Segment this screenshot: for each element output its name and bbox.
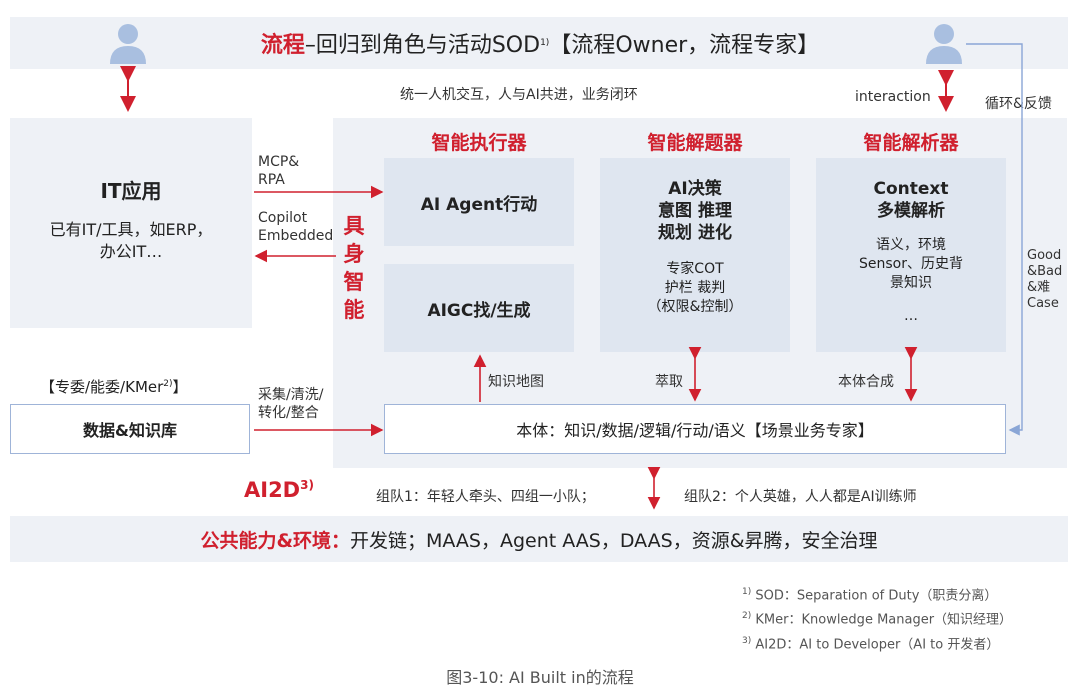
collect-line2: 转化/整合 [258,405,319,421]
good-bad-line: &难 [1027,280,1051,295]
solver-line: 专家COT [666,261,724,277]
mcp-line1: MCP& [258,154,300,170]
footnote-text: AI2D：AI to Developer（AI to 开发者） [755,636,1000,652]
public-bold: 公共能力&环境： [200,529,351,552]
team1-text: 组队1：年轻人牵头、四组一小队； [376,489,595,505]
loop-label: 循环&反馈 [985,96,1052,112]
unify-text: 统一人机交互，人与AI共进，业务闭环 [400,87,638,103]
it-app-line2: 办公IT… [99,242,163,261]
it-app-box [10,118,252,328]
embodied-char: 具 [343,214,365,238]
solver-bold-line: AI决策 [668,179,722,199]
footnote-item: 1) SOD：Separation of Duty（职责分离） [742,582,1012,606]
copilot-line2: Embedded [258,228,334,244]
solver-header: 智能解题器 [647,132,743,154]
footnote-text: KMer：Knowledge Manager（知识经理） [755,612,1013,628]
it-app-line1: 已有IT/工具，如ERP， [49,220,213,239]
committee-text: 【专委/能委/KMer [40,378,164,396]
analyzer-line: … [904,308,918,324]
team2-text: 组队2：个人英雄，人人都是AI训练师 [684,489,917,505]
collect-line1: 采集/清洗/ [258,387,324,403]
footnote-item: 3) AI2D：AI to Developer（AI to 开发者） [742,631,1012,655]
good-bad-line: &Bad [1027,264,1063,279]
agent-action-box: AI Agent行动 [384,158,574,246]
public-rest: 开发链；MAAS，Agent AAS，DAAS，资源&昇腾，安全治理 [350,529,878,552]
top-banner [10,17,1068,69]
banner-sup: 1) [540,38,550,48]
embodied-label: 具 身 智 能 [340,212,368,324]
knowledge-map-label: 知识地图 [488,374,544,390]
solver-line: （权限&控制） [647,299,743,315]
footnote-text: SOD：Separation of Duty（职责分离） [755,588,998,604]
good-bad-line: Good [1027,248,1062,263]
analyzer-box: Context 多模解析 语义，环境 Sensor、历史背 景知识 … [816,158,1006,352]
data-kb-box: 数据&知识库 [10,404,250,454]
person-left-icon [108,22,148,64]
committee-label: 【专委/能委/KMer2)】 [40,376,188,397]
analyzer-line: 景知识 [890,275,932,291]
data-kb-label: 数据&知识库 [83,421,177,440]
analyzer-line: 语义，环境 [876,237,946,253]
solver-bold-line: 规划 进化 [658,223,732,243]
banner-title-tail: 【流程Owner，流程专家】 [549,33,820,58]
ontology-box: 本体：知识/数据/逻辑/行动/语义【场景业务专家】 [384,404,1006,454]
banner-title-red: 流程 [260,33,305,58]
analyzer-bold-line: Context [873,179,949,199]
ai2d-label: AI2D3) [244,478,314,502]
solver-bold-line: 意图 推理 [658,201,732,221]
embodied-char: 身 [343,242,365,266]
banner-title-rest: –回归到角色与活动SOD [304,33,541,58]
embodied-char: 能 [343,298,365,322]
aigc-label: AIGC找/生成 [427,300,531,321]
executor-header: 智能执行器 [431,132,527,154]
committee-sup: 2) [163,379,173,389]
footnote-sup: 3) [742,635,752,646]
footnotes: 1) SOD：Separation of Duty（职责分离） 2) KMer：… [742,582,1012,655]
embodied-char: 智 [343,270,365,294]
it-app-title: IT应用 [100,179,162,203]
analyzer-header: 智能解析器 [863,132,959,154]
public-bar: 公共能力&环境：开发链；MAAS，Agent AAS，DAAS，资源&昇腾，安全… [10,516,1068,562]
agent-action-label: AI Agent行动 [420,194,538,215]
ai2d-text: AI2D [244,478,301,502]
analyzer-line: Sensor、历史背 [859,256,963,272]
ai2d-sup: 3) [300,478,314,492]
interaction-label: interaction [855,89,931,105]
copilot-line1: Copilot [258,210,308,226]
arrow-feedback-loop [966,43,1023,436]
footnote-sup: 1) [742,587,752,597]
person-right-icon [924,22,964,64]
footnote-item: 2) KMer：Knowledge Manager（知识经理） [742,606,1012,630]
ontology-label: 本体：知识/数据/逻辑/行动/语义【场景业务专家】 [516,421,874,440]
good-bad-label: Good &Bad &难 Case [1027,248,1062,312]
footnote-sup: 2) [742,611,752,622]
aigc-box: AIGC找/生成 [384,264,574,352]
ontology-synth-label: 本体合成 [838,374,894,390]
figure-caption: 图3-10: AI Built in的流程 [446,668,634,687]
mcp-line2: RPA [258,172,285,188]
committee-tail: 】 [172,378,188,396]
analyzer-bold-line: 多模解析 [877,201,945,221]
solver-box: AI决策 意图 推理 规划 进化 专家COT 护栏 裁判 （权限&控制） [600,158,790,352]
extract-label: 萃取 [655,374,683,390]
solver-line: 护栏 裁判 [664,280,726,296]
good-bad-line: Case [1027,296,1059,311]
